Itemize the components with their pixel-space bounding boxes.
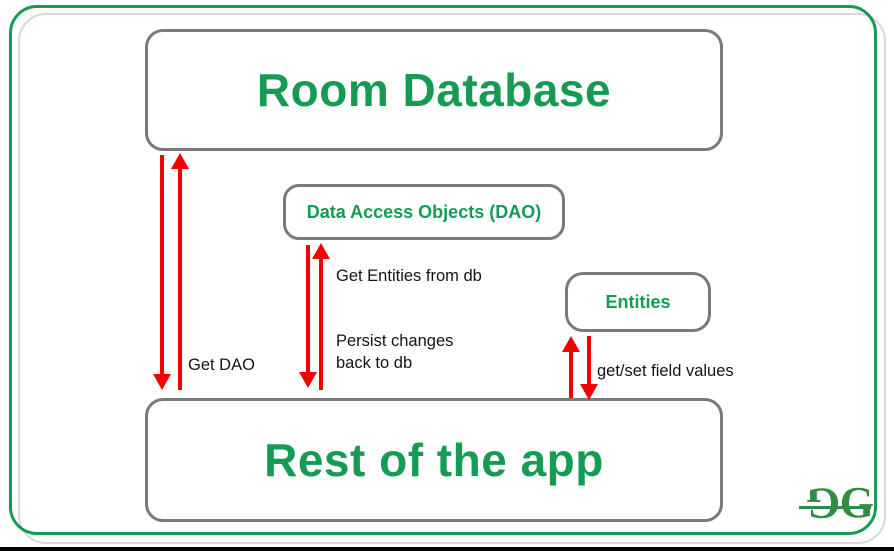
rest-of-app-box: Rest of the app	[145, 398, 723, 522]
outer-green-border	[9, 5, 877, 535]
outer-shadow-border	[18, 13, 886, 544]
geeksforgeeks-logo-icon: GG	[798, 478, 874, 528]
room-database-box: Room Database	[145, 29, 723, 151]
entities-box: Entities	[565, 272, 711, 332]
logo-crossbar	[798, 506, 871, 510]
entities-label: Entities	[605, 291, 671, 312]
persist-changes-label: Persist changes back to db	[336, 332, 454, 372]
dao-label: Data Access Objects (DAO)	[306, 201, 542, 222]
logo-letter-reversed-g: G	[807, 479, 840, 528]
rest-of-app-label: Rest of the app	[264, 434, 604, 486]
bottom-black-bar	[0, 547, 894, 551]
get-set-field-values-label: get/set field values	[597, 362, 734, 380]
get-entities-label: Get Entities from db	[336, 267, 482, 285]
room-database-label: Room Database	[256, 64, 612, 116]
logo-letter-g: G	[839, 478, 874, 527]
get-dao-label: Get DAO	[188, 356, 255, 374]
dao-box: Data Access Objects (DAO)	[283, 184, 565, 240]
